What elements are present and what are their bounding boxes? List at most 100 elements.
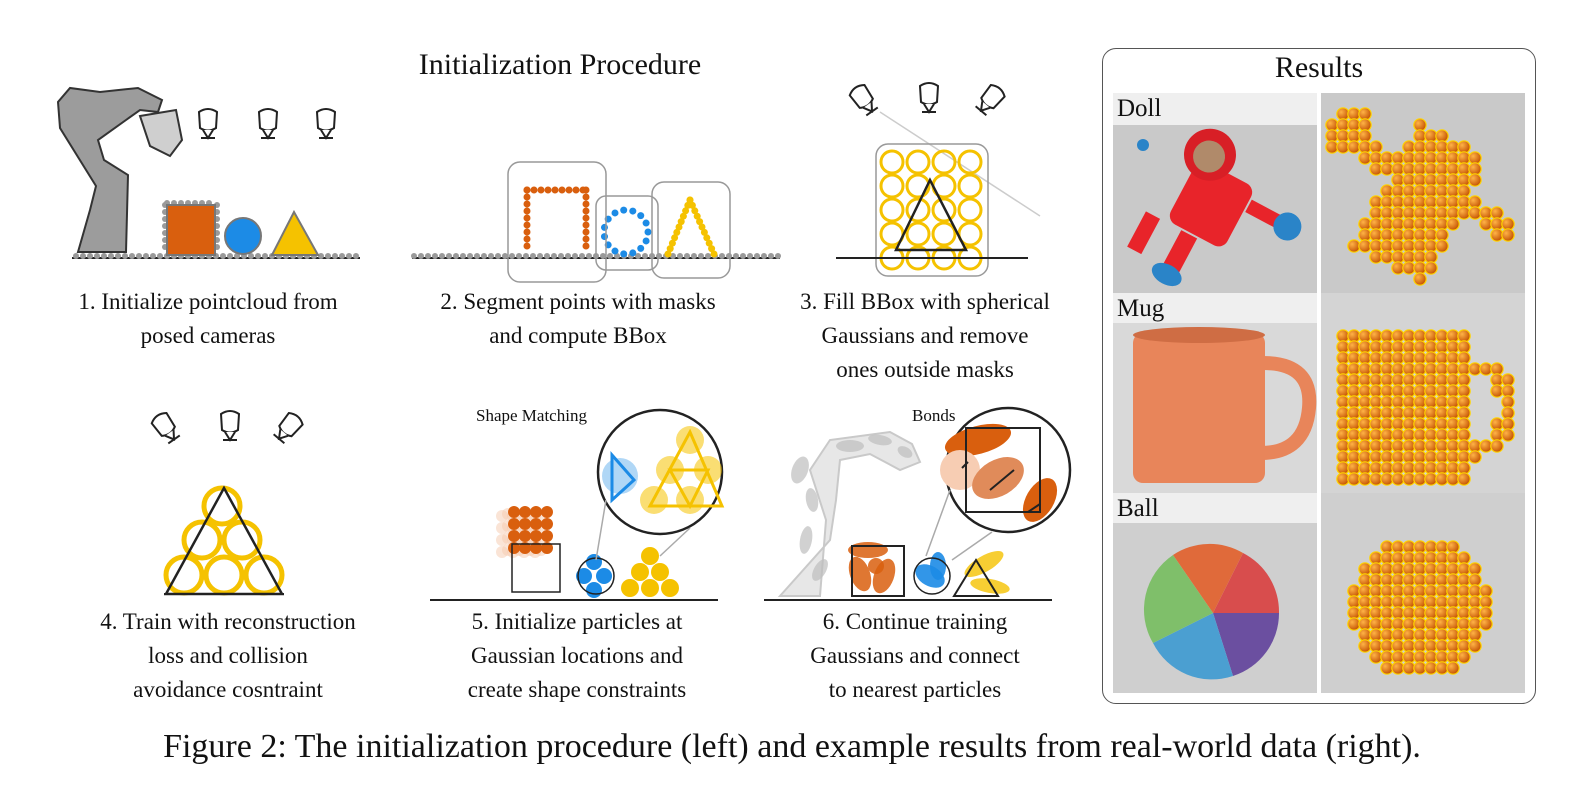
gaussian: [957, 149, 983, 175]
point: [446, 253, 452, 259]
point: [582, 242, 590, 250]
point: [673, 228, 681, 236]
point: [607, 253, 613, 259]
point: [509, 253, 515, 259]
point: [698, 223, 706, 231]
point: [418, 253, 424, 259]
camera-icon: [271, 409, 306, 446]
result-label: Ball: [1117, 495, 1159, 522]
point: [565, 253, 571, 259]
point: [719, 253, 725, 259]
particle: [631, 563, 649, 581]
point: [726, 253, 732, 259]
particle-sphere: [1446, 661, 1460, 675]
point: [572, 186, 580, 194]
gaussian: [930, 552, 946, 580]
ball-particles-render: [1321, 493, 1525, 693]
particle-sphere: [1413, 272, 1427, 286]
particle-sphere: [1490, 439, 1504, 453]
gaussian: [868, 434, 892, 446]
point: [705, 239, 713, 247]
bbox-square: [507, 161, 607, 283]
point: [523, 207, 531, 215]
particle: [576, 568, 592, 584]
point: [703, 234, 711, 242]
point: [635, 253, 641, 259]
gaussian: [905, 173, 931, 199]
point: [488, 253, 494, 259]
particle-sphere: [1457, 472, 1471, 486]
point: [129, 253, 135, 259]
point: [516, 253, 522, 259]
diagram-title: Initialization Procedure: [418, 48, 702, 81]
gaussian: [931, 149, 957, 175]
particle-sphere: [1501, 228, 1515, 242]
point: [502, 253, 508, 259]
point: [150, 253, 156, 259]
point: [101, 253, 107, 259]
point: [220, 253, 226, 259]
particle: [508, 542, 520, 554]
point: [474, 253, 480, 259]
particle: [586, 554, 602, 570]
point: [108, 253, 114, 259]
point: [637, 244, 645, 252]
gaussian: [848, 542, 888, 558]
point: [671, 234, 679, 242]
blue-circle-icon: [224, 217, 262, 255]
point: [227, 253, 233, 259]
panel-4-train: [149, 409, 306, 596]
point: [686, 196, 694, 204]
camera-icon: [973, 81, 1008, 118]
point: [642, 253, 648, 259]
point: [94, 253, 100, 259]
point: [698, 253, 704, 259]
point: [523, 242, 531, 250]
point: [700, 228, 708, 236]
circle-outline: [913, 557, 951, 595]
point: [656, 253, 662, 259]
point: [664, 250, 672, 258]
gaussian: [791, 456, 809, 484]
point: [582, 221, 590, 229]
orange-square-icon: [166, 204, 216, 256]
ball-photo: [1113, 493, 1317, 693]
point: [696, 218, 704, 226]
mug-photo: [1113, 293, 1317, 493]
particle-sphere: [1501, 428, 1515, 442]
particle-groups: [496, 506, 679, 598]
particle: [596, 568, 612, 584]
particle: [586, 582, 602, 598]
figure-caption: Figure 2: The initialization procedure (…: [163, 728, 1421, 765]
point: [325, 253, 331, 259]
point: [768, 253, 774, 259]
particle: [641, 547, 659, 565]
point: [582, 207, 590, 215]
doll-particles-render: [1321, 93, 1525, 293]
point: [620, 206, 628, 214]
point: [600, 253, 606, 259]
point: [551, 253, 557, 259]
particle: [541, 518, 553, 530]
particle: [530, 506, 542, 518]
point: [523, 193, 531, 201]
point: [579, 186, 587, 194]
gaussian: [879, 149, 905, 175]
point: [318, 253, 324, 259]
gaussian: [957, 197, 983, 223]
result-label: Mug: [1117, 295, 1165, 322]
mug-particles-render: [1321, 293, 1525, 493]
point: [432, 253, 438, 259]
point: [262, 253, 268, 259]
camera-icon: [149, 409, 183, 446]
bond-zoom-content: [940, 423, 1058, 522]
point: [234, 253, 240, 259]
point: [551, 186, 559, 194]
point: [460, 253, 466, 259]
point: [666, 245, 674, 253]
gaussian: [799, 526, 813, 554]
zoom-content: [602, 426, 725, 514]
point: [693, 212, 701, 220]
